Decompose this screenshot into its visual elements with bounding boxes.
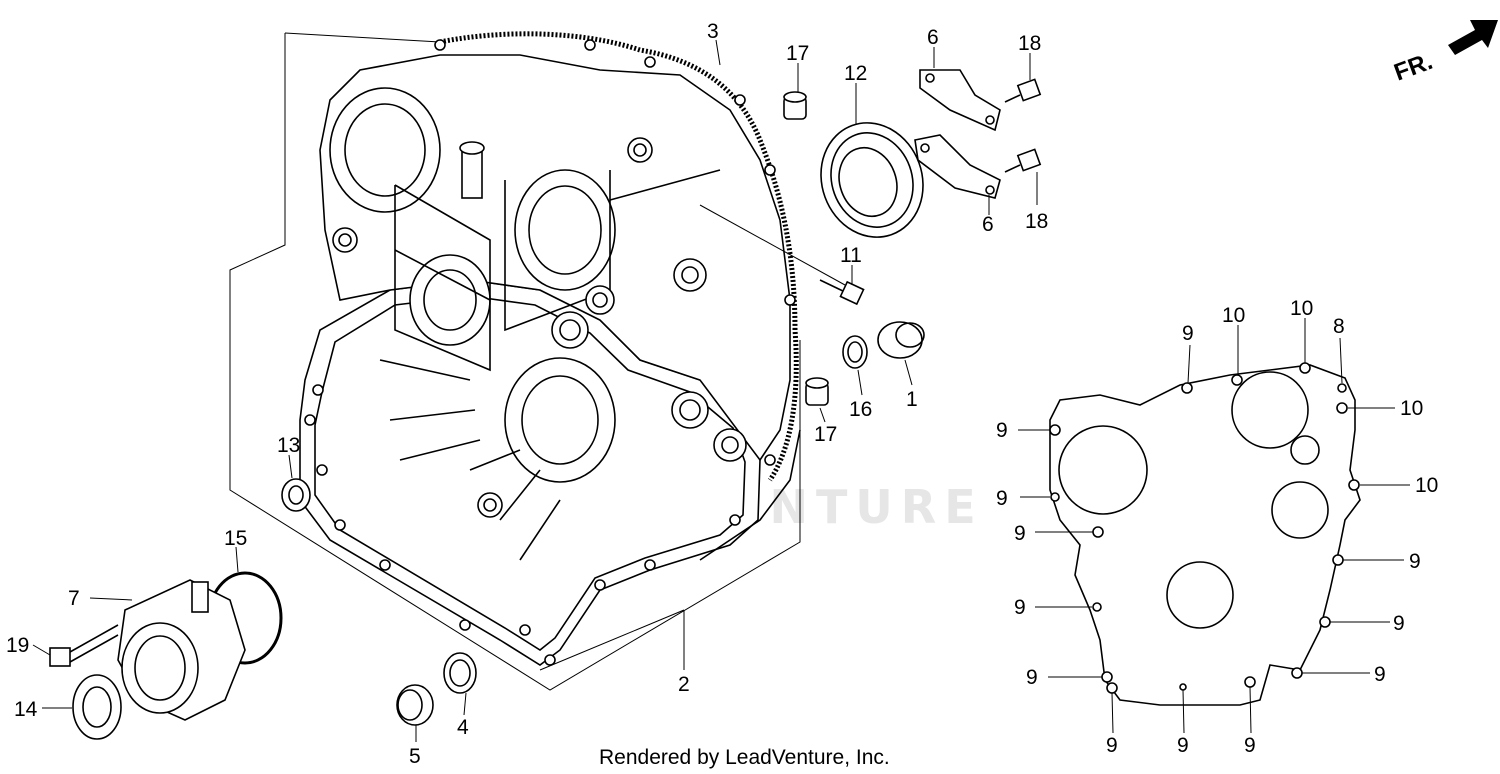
callout-5: 5 xyxy=(409,745,421,768)
callout-9-g: 9 xyxy=(1393,612,1405,635)
oil-seal-14 xyxy=(72,674,122,740)
callout-9-c: 9 xyxy=(996,487,1008,510)
sealing-washer xyxy=(842,335,868,369)
callout-9-e: 9 xyxy=(1014,596,1026,619)
callout-10-b: 10 xyxy=(1290,297,1313,320)
callout-9-j: 9 xyxy=(1106,734,1118,757)
callout-2: 2 xyxy=(678,673,690,696)
callout-18-lower: 18 xyxy=(1025,210,1048,233)
bolt-11 xyxy=(819,279,865,306)
oil-seal-13 xyxy=(281,478,311,512)
callout-13: 13 xyxy=(277,434,300,457)
callout-9-f: 9 xyxy=(1409,550,1421,573)
drain-plug xyxy=(877,321,925,359)
callout-14: 14 xyxy=(14,698,38,721)
flange-bolt-lower xyxy=(1004,148,1042,173)
transmission-housing xyxy=(229,31,801,691)
callout-19: 19 xyxy=(6,634,29,657)
ball-bearing xyxy=(820,122,924,238)
callout-labels: 3 17 12 6 6 18 18 11 1 16 17 13 2 4 5 15… xyxy=(6,20,1438,768)
footer-credit: Rendered by LeadVenture, Inc. xyxy=(599,746,890,769)
callout-6-lower: 6 xyxy=(982,213,994,236)
callout-10-a: 10 xyxy=(1222,304,1245,327)
callout-10-d: 10 xyxy=(1415,474,1438,497)
callout-11: 11 xyxy=(840,244,862,267)
callout-17-upper: 17 xyxy=(786,42,809,65)
callout-9-d: 9 xyxy=(1014,522,1026,545)
bolt-19 xyxy=(49,624,119,667)
callout-9-k: 9 xyxy=(1177,734,1189,757)
callout-18-upper: 18 xyxy=(1018,32,1041,55)
callout-3: 3 xyxy=(707,20,719,43)
callout-9-l: 9 xyxy=(1244,734,1256,757)
dowel-pin-lower xyxy=(805,377,829,406)
leader-lines xyxy=(32,39,1410,742)
front-direction-arrow: FR. xyxy=(1391,20,1498,86)
flange-bolt-upper xyxy=(1004,78,1042,103)
callout-9-i: 9 xyxy=(1026,666,1038,689)
callout-9-h: 9 xyxy=(1374,663,1386,686)
fr-label: FR. xyxy=(1391,48,1437,87)
callout-10-c: 10 xyxy=(1400,397,1423,420)
bearing-retainer-plate-upper xyxy=(919,69,1001,132)
callout-9-b: 9 xyxy=(996,419,1008,442)
callout-15: 15 xyxy=(224,527,247,550)
case-gasket-outline xyxy=(1049,362,1361,706)
callout-8: 8 xyxy=(1333,315,1345,338)
callout-17-lower: 17 xyxy=(814,423,837,446)
callout-7: 7 xyxy=(68,587,80,610)
cap-5 xyxy=(396,684,434,726)
dowel-pin-upper xyxy=(783,91,807,120)
callout-16: 16 xyxy=(849,398,872,421)
plug-4 xyxy=(443,652,477,694)
callout-6-upper: 6 xyxy=(927,26,939,49)
callout-1: 1 xyxy=(906,388,918,411)
callout-9-a: 9 xyxy=(1182,322,1194,345)
callout-12: 12 xyxy=(844,62,867,85)
bearing-retainer-plate-lower xyxy=(914,134,1001,199)
callout-4: 4 xyxy=(457,716,469,739)
bearing-holder xyxy=(117,579,246,721)
